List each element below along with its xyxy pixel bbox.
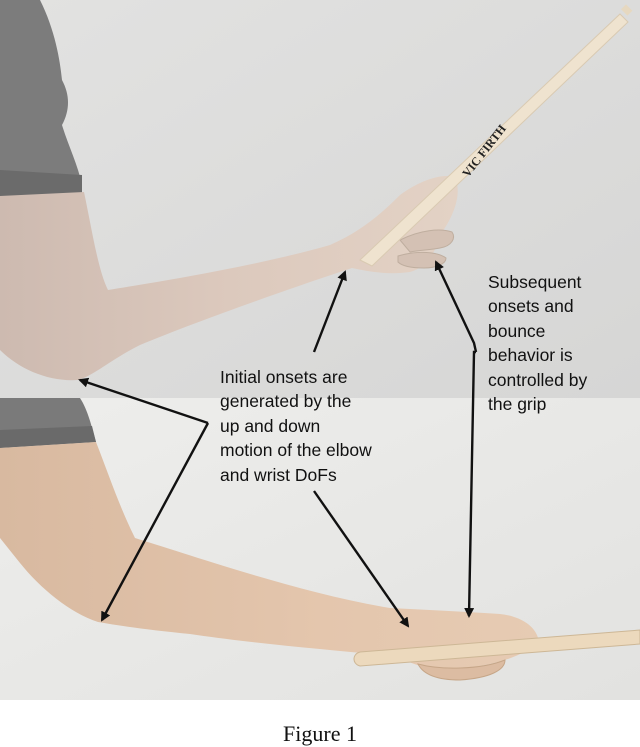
arm-raised-illustration: VIC FIRTH bbox=[0, 0, 640, 398]
sleeve-shape bbox=[0, 0, 82, 196]
annotation-subsequent-onsets: Subsequent onsets and bounce behavior is con… bbox=[488, 270, 587, 416]
drumstick-shape bbox=[353, 629, 640, 667]
figure-caption: Figure 1 bbox=[283, 721, 357, 746]
drumstick-shape bbox=[359, 13, 629, 267]
annotation-line: generated by the bbox=[220, 391, 352, 412]
annotation-line: behavior is bbox=[488, 345, 573, 366]
photo-panel-top: VIC FIRTH bbox=[0, 0, 640, 398]
annotation-line: the grip bbox=[488, 394, 547, 415]
annotation-line: controlled by bbox=[488, 369, 588, 390]
annotation-line: motion of the elbow bbox=[220, 440, 372, 461]
annotation-line: onsets and bbox=[488, 296, 574, 317]
annotation-line: Initial onsets are bbox=[220, 367, 348, 387]
annotation-initial-onsets: Initial onsets are generated by the up and… bbox=[220, 365, 372, 487]
annotation-line: up and down bbox=[220, 415, 321, 436]
annotation-line: and wrist DoFs bbox=[220, 464, 337, 485]
annotation-line: bounce bbox=[488, 320, 546, 341]
arm-shape bbox=[0, 175, 458, 381]
figure: VIC FIRTH bbox=[0, 0, 640, 700]
fingers-shape bbox=[399, 229, 454, 253]
annotation-line: Subsequent bbox=[488, 272, 582, 292]
